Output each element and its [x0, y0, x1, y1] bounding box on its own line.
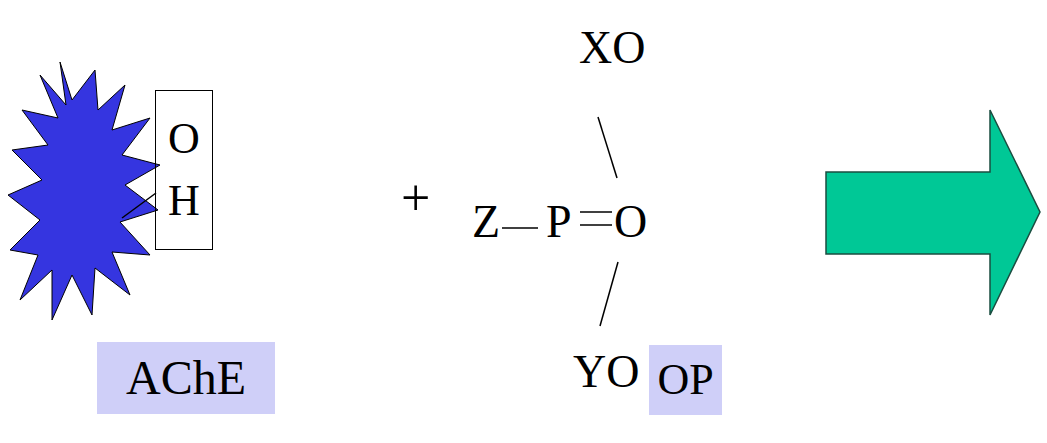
atom-group: XO	[579, 25, 645, 71]
enzyme-link-line	[122, 193, 156, 218]
atom-symbol: P	[546, 199, 572, 245]
bond-xo	[598, 117, 617, 178]
double-bond	[580, 224, 612, 226]
bond-z	[502, 227, 538, 229]
atom-group: YO	[573, 349, 639, 395]
plus-sign: +	[401, 172, 430, 224]
double-bond	[580, 211, 612, 213]
name-tag: AChE	[97, 342, 275, 414]
atom-symbol: Z	[472, 199, 500, 245]
node-text: OP	[657, 356, 713, 404]
reaction-arrow	[826, 110, 1040, 315]
node-text: O	[168, 115, 200, 163]
bond-yo	[600, 262, 618, 326]
name-tag: OP	[649, 345, 722, 415]
enzyme-starburst	[8, 62, 160, 320]
node-text: H	[168, 177, 200, 225]
hydroxyl-box: OH	[155, 90, 213, 250]
node-text: AChE	[126, 352, 246, 405]
atom-symbol: O	[614, 199, 647, 245]
